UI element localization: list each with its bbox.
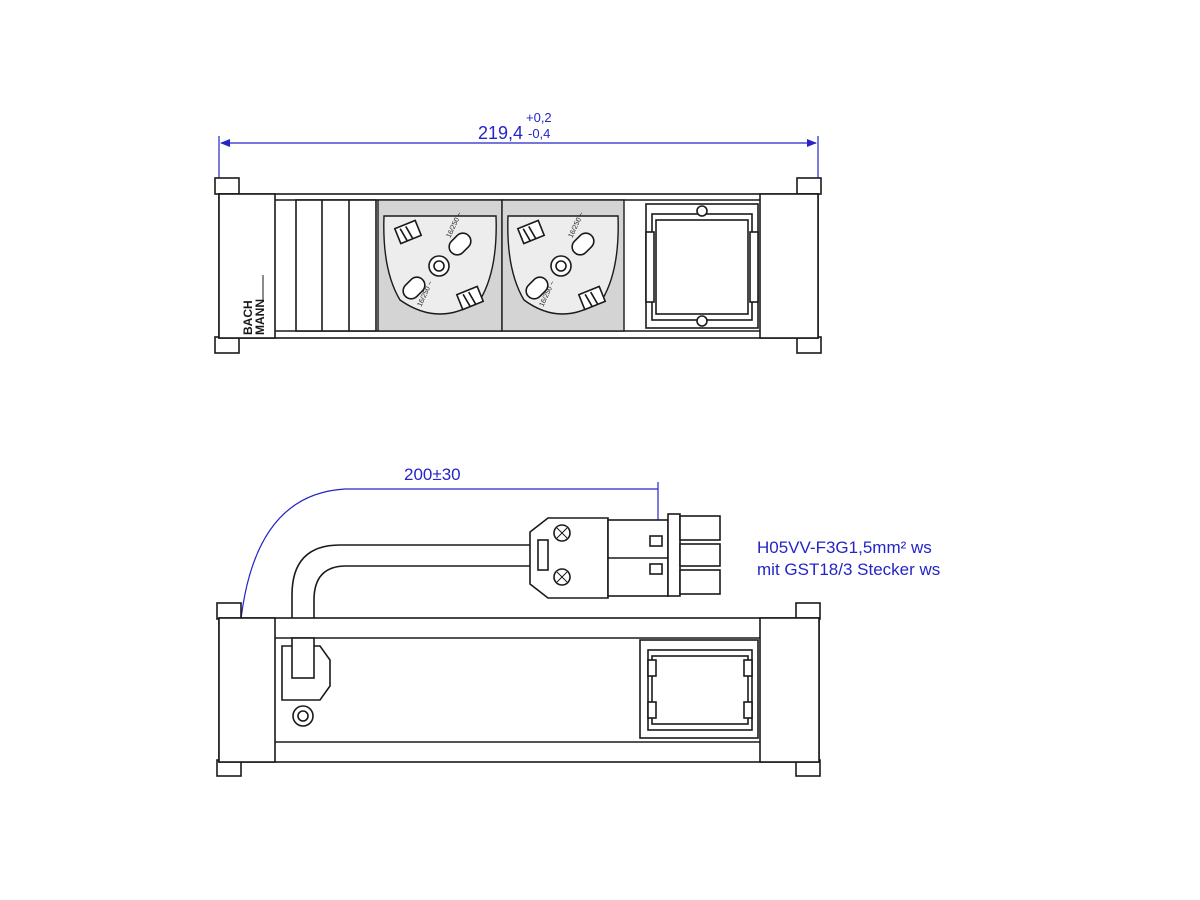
schuko-socket-1: 16/250 ~ 16/250 ~ bbox=[377, 199, 503, 332]
overall-length-dimension: 219,4 +0,2 -0,4 bbox=[218, 110, 819, 195]
svg-text:BACH: BACH bbox=[241, 300, 255, 335]
cable-length-value: 200±30 bbox=[404, 465, 461, 484]
top-mounting-feet bbox=[214, 177, 822, 354]
tolerance-plus: +0,2 bbox=[526, 110, 552, 125]
schuko-socket-2: 16/250 ~ 16/250 ~ bbox=[501, 199, 625, 332]
left-end-cap-side bbox=[218, 617, 276, 763]
bachmann-logo: BACH MANN bbox=[241, 299, 267, 335]
module-frame-top bbox=[645, 203, 759, 329]
left-end-cap bbox=[218, 193, 276, 339]
tolerance-minus: -0,4 bbox=[528, 126, 550, 141]
top-view: 219,4 +0,2 -0,4 BACH MANN bbox=[214, 110, 822, 354]
cable-outer bbox=[291, 544, 535, 668]
side-view: 200±30 H05VV-F3G1,5mm² ws mit GST18/3 bbox=[216, 465, 940, 777]
svg-text:MANN: MANN bbox=[253, 299, 267, 335]
right-end-cap-side bbox=[759, 617, 820, 763]
cable-spec-line1: H05VV-F3G1,5mm² ws bbox=[757, 538, 932, 557]
gst18-connector bbox=[529, 513, 721, 599]
right-end-cap bbox=[759, 193, 819, 339]
length-value: 219,4 bbox=[478, 123, 523, 143]
blank-cover-segment bbox=[295, 199, 377, 332]
cable-inner bbox=[313, 565, 535, 668]
module-frame-side bbox=[639, 639, 759, 739]
cable-spec-line2: mit GST18/3 Stecker ws bbox=[757, 560, 940, 579]
cable-gland bbox=[281, 637, 331, 727]
